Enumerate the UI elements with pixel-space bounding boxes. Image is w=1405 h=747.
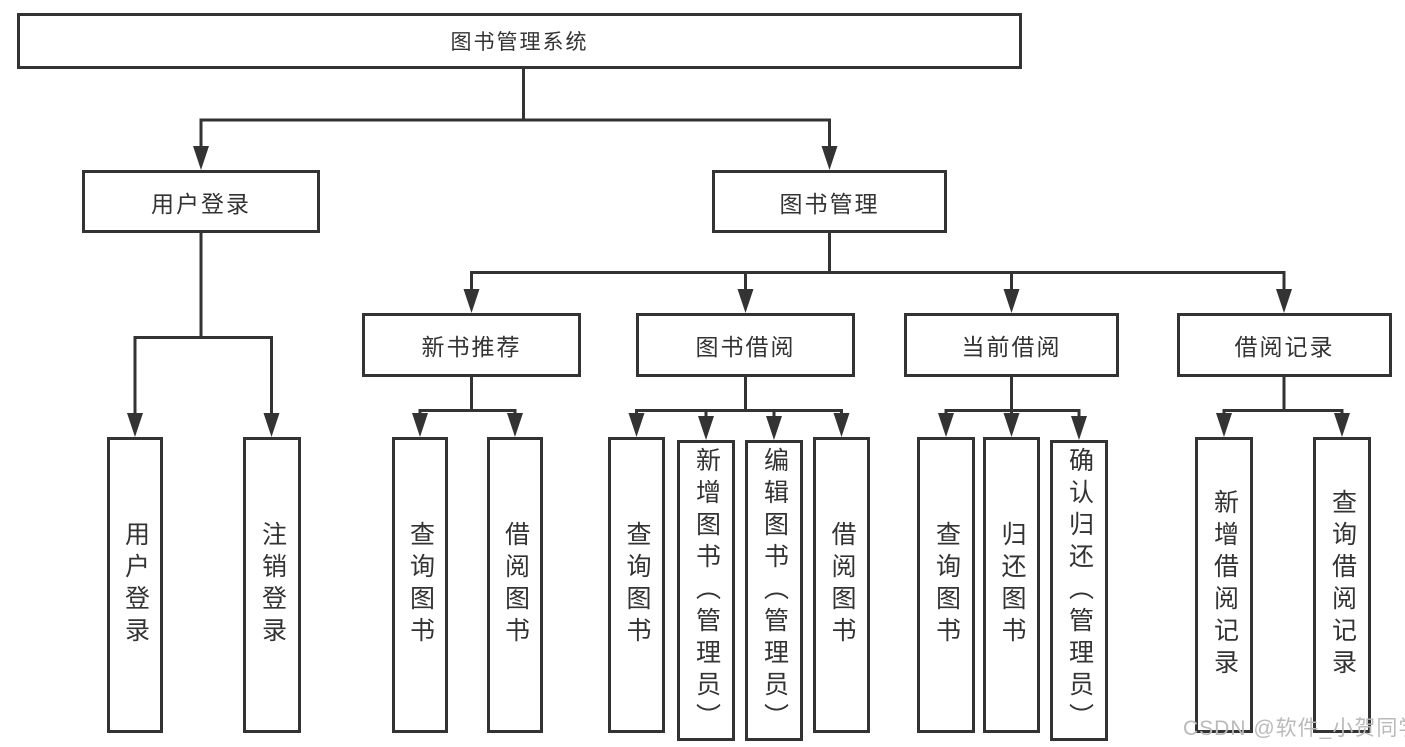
node-leaf-user-login: 用户登录	[107, 437, 163, 733]
node-leaf-borrow-books-2: 借阅图书	[813, 437, 870, 733]
connector-user-login	[133, 233, 273, 416]
csdn-watermark: CSDN @软件_小贺同学	[1183, 717, 1405, 740]
arrowhead	[628, 413, 645, 437]
node-leaf-return-books: 归还图书	[983, 437, 1040, 733]
connector-root	[199, 69, 831, 149]
node-current-borrowing: 当前借阅	[904, 313, 1119, 377]
connector-borrow-records	[1222, 377, 1344, 416]
node-label: 图书管理系统	[450, 31, 589, 54]
node-leaf-query-books-1: 查询图书	[392, 437, 448, 733]
node-leaf-borrow-books-1: 借阅图书	[487, 437, 543, 733]
node-label: 图书借阅	[695, 334, 796, 360]
node-leaf-logout: 注销登录	[243, 437, 301, 733]
arrowhead	[1334, 413, 1350, 437]
arrowhead	[1216, 413, 1232, 437]
connector-book-mgmt	[470, 233, 1286, 292]
node-label: 查询图书	[932, 521, 961, 649]
arrowhead	[766, 416, 782, 440]
node-label: 查询图书	[406, 521, 435, 649]
node-label: 新增借阅记录	[1210, 489, 1239, 681]
node-label: 查询图书	[623, 521, 651, 649]
arrowhead	[507, 413, 523, 437]
arrowhead	[698, 416, 714, 440]
arrowhead	[821, 146, 838, 170]
node-user-login: 用户登录	[82, 170, 320, 233]
node-label: 借阅图书	[501, 521, 530, 649]
arrowhead	[263, 413, 280, 437]
arrowhead	[1003, 413, 1020, 437]
arrowhead	[463, 289, 480, 313]
arrowhead	[938, 413, 954, 437]
node-leaf-query-borrow-record: 查询借阅记录	[1313, 437, 1371, 733]
node-book-management: 图书管理	[712, 170, 947, 233]
node-label: 用户登录	[151, 190, 251, 217]
arrowhead	[1071, 416, 1087, 440]
node-label: 确认归还（管理员）	[1065, 446, 1094, 735]
node-label: 借阅图书	[828, 521, 856, 649]
node-new-book-recommend: 新书推荐	[362, 313, 581, 377]
arrowhead	[737, 289, 754, 313]
node-leaf-confirm-return-admin: 确认归还（管理员）	[1050, 440, 1108, 741]
arrowhead	[1003, 289, 1020, 313]
connector-book-borrow	[635, 377, 843, 419]
node-leaf-add-borrow-record: 新增借阅记录	[1195, 437, 1253, 733]
node-leaf-query-books-2: 查询图书	[608, 437, 665, 733]
node-label: 新书推荐	[421, 334, 522, 360]
connector-new-books	[418, 377, 517, 416]
connector-current-borrow	[944, 377, 1081, 419]
node-label: 借阅记录	[1234, 334, 1335, 360]
node-label: 编辑图书（管理员）	[760, 446, 789, 735]
node-label: 查询借阅记录	[1328, 489, 1357, 681]
node-label: 归还图书	[998, 521, 1026, 649]
node-label: 注销登录	[258, 521, 287, 649]
node-label: 用户登录	[121, 521, 150, 649]
node-leaf-query-books-3: 查询图书	[917, 437, 975, 733]
node-borrow-records: 借阅记录	[1177, 313, 1392, 377]
arrowhead	[127, 413, 143, 437]
node-label: 新增图书（管理员）	[692, 446, 721, 735]
node-label: 图书管理	[779, 190, 880, 217]
arrowhead	[1276, 289, 1292, 313]
arrowhead	[193, 146, 209, 170]
node-leaf-add-books-admin: 新增图书（管理员）	[677, 440, 735, 741]
node-label: 当前借阅	[961, 334, 1062, 360]
node-leaf-edit-books-admin: 编辑图书（管理员）	[745, 440, 803, 741]
arrowhead	[833, 413, 850, 437]
node-book-borrowing: 图书借阅	[636, 313, 855, 377]
arrowhead	[412, 413, 428, 437]
node-library-system: 图书管理系统	[17, 13, 1022, 69]
